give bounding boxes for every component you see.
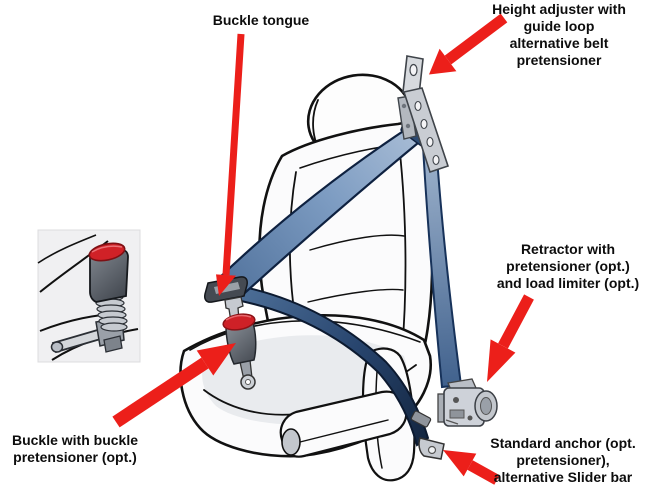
- buckle-pretensioner-inset: [37, 229, 141, 363]
- label-retractor: Retractor with pretensioner (opt.) and l…: [496, 241, 640, 291]
- height-adjuster-hardware: [397, 55, 450, 174]
- label-standard-anchor: Standard anchor (opt. pretensioner), alt…: [490, 435, 636, 485]
- car-seat-illustration: [179, 73, 434, 482]
- arrow-height-adjuster: [429, 13, 508, 75]
- seat-buckle-hardware: [222, 313, 257, 390]
- arrow-standard-anchor: [443, 450, 500, 485]
- arrow-buckle-pretensioner: [112, 343, 236, 428]
- label-buckle-tongue: Buckle tongue: [212, 12, 310, 28]
- anchor-hardware: [410, 410, 445, 460]
- retractor-hardware: [437, 378, 498, 427]
- label-buckle-pretensioner: Buckle with buckle pretensioner (opt.): [11, 432, 139, 465]
- label-height-adjuster: Height adjuster with guide loop alternat…: [492, 1, 626, 68]
- arrow-buckle-tongue: [216, 33, 245, 296]
- arrow-retractor: [487, 294, 534, 382]
